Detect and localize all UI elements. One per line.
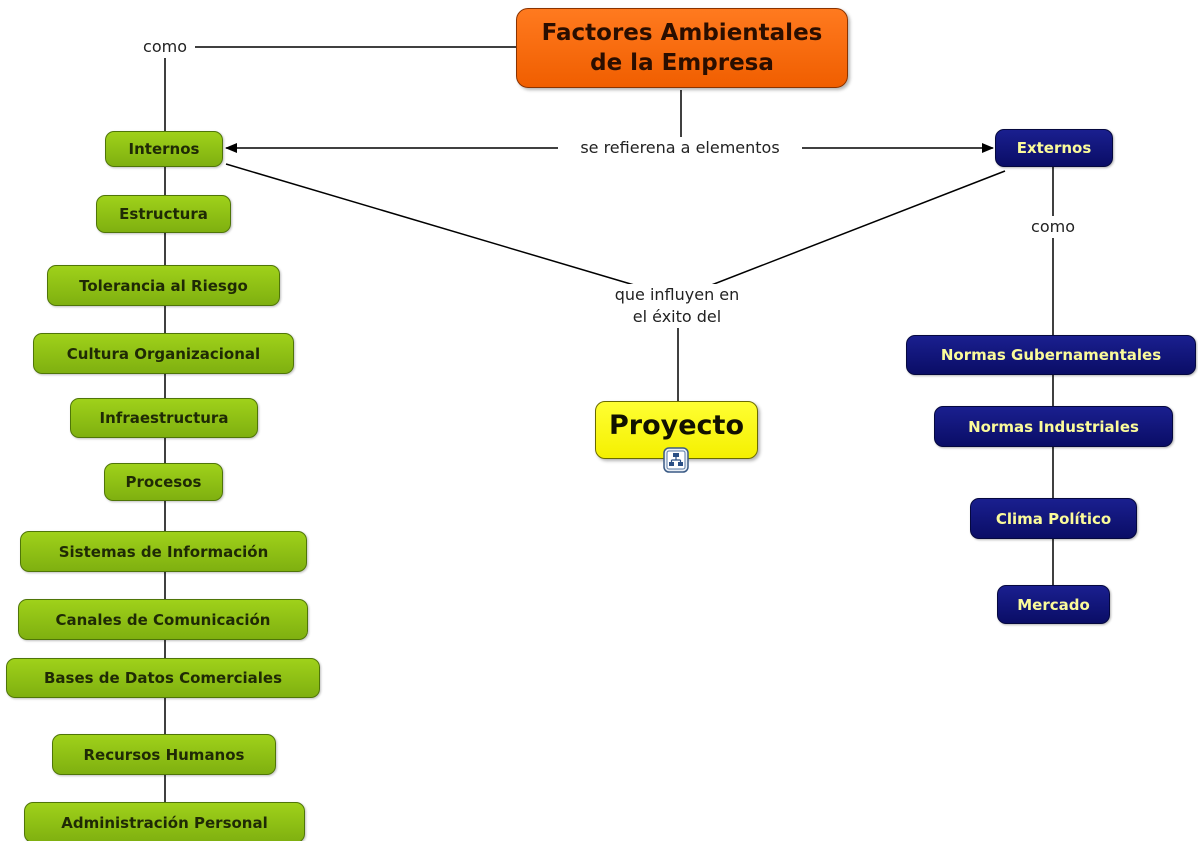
influence-line-1: que influyen en xyxy=(614,285,740,304)
influence-line-2: el éxito del xyxy=(632,307,722,326)
internal-item-canales-de-comunicacion[interactable]: Canales de Comunicación xyxy=(18,599,308,640)
externos-node[interactable]: Externos xyxy=(995,129,1113,167)
internos-node[interactable]: Internos xyxy=(105,131,223,167)
internal-item-bases-de-datos-comerciales[interactable]: Bases de Datos Comerciales xyxy=(6,658,320,698)
internal-item-recursos-humanos[interactable]: Recursos Humanos xyxy=(52,734,276,775)
concept-map-icon[interactable] xyxy=(663,447,689,473)
internal-item-infraestructura[interactable]: Infraestructura xyxy=(70,398,258,438)
internal-item-cultura-organizacional[interactable]: Cultura Organizacional xyxy=(33,333,294,374)
internal-item-administracion-personal[interactable]: Administración Personal xyxy=(24,802,305,841)
internal-item-tolerancia-al-riesgo[interactable]: Tolerancia al Riesgo xyxy=(47,265,280,306)
external-item-normas-gubernamentales[interactable]: Normas Gubernamentales xyxy=(906,335,1196,375)
link-label-external-como: como xyxy=(1023,216,1083,238)
link-label-refer: se refierena a elementos xyxy=(558,137,802,159)
link-label-influence: que influyen en el éxito del xyxy=(591,284,763,328)
internal-item-sistemas-de-informacion[interactable]: Sistemas de Información xyxy=(20,531,307,572)
internal-item-estructura[interactable]: Estructura xyxy=(96,195,231,233)
title-node[interactable]: Factores Ambientales de la Empresa xyxy=(516,8,848,88)
title-line-1: Factores Ambientales xyxy=(541,20,823,46)
external-item-mercado[interactable]: Mercado xyxy=(997,585,1110,624)
external-item-normas-industriales[interactable]: Normas Industriales xyxy=(934,406,1173,447)
external-item-clima-politico[interactable]: Clima Político xyxy=(970,498,1137,539)
title-line-2: de la Empresa xyxy=(590,50,774,76)
link-label-internal-como: como xyxy=(135,36,195,58)
internal-item-procesos[interactable]: Procesos xyxy=(104,463,223,501)
link-internos-influence xyxy=(225,163,679,299)
link-externos-influence xyxy=(677,170,1006,299)
